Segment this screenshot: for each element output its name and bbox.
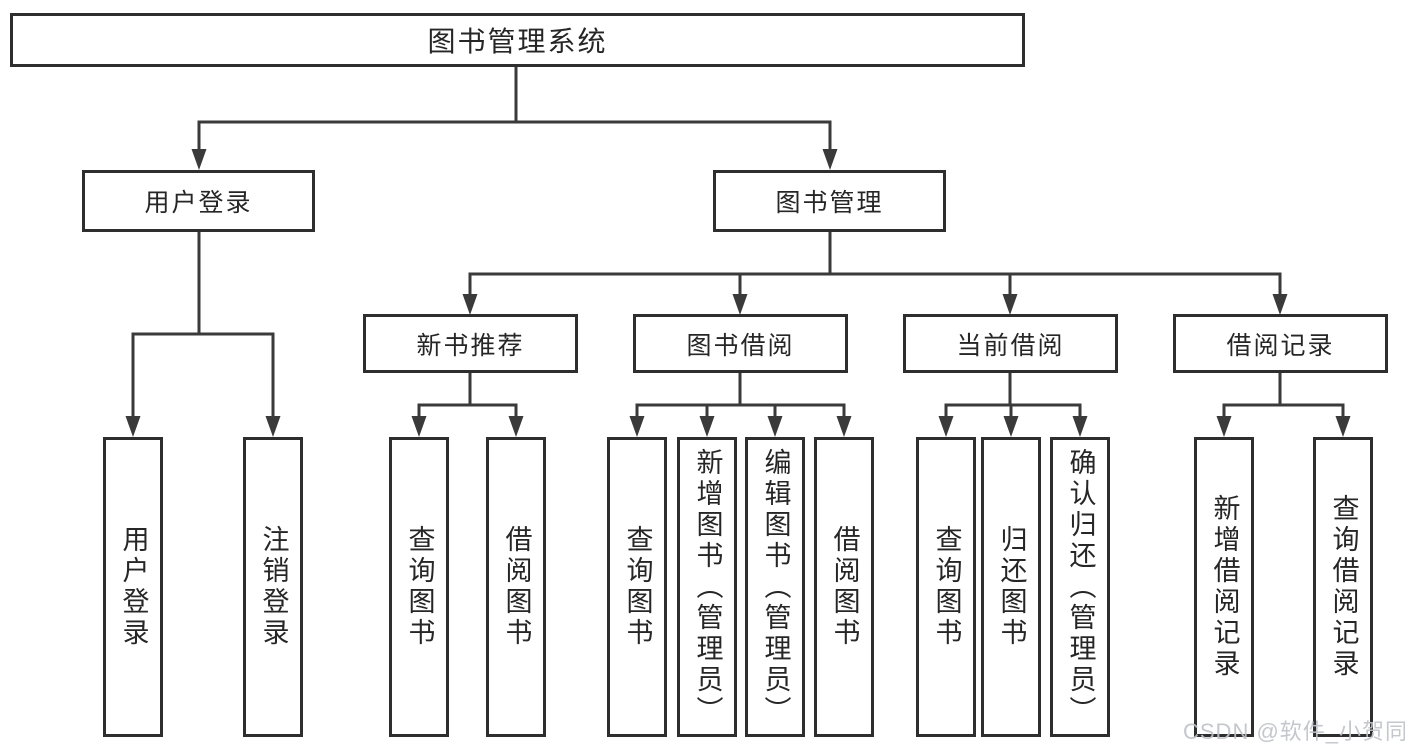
connector-borrow-to-leaves (635, 373, 846, 420)
node-borrow-records: 借阅记录 (1173, 314, 1388, 373)
arrowhead (191, 149, 207, 170)
leaf-edit-books-admin: 编辑图书（管理员） (745, 437, 805, 737)
node-book-management-label: 图书管理 (775, 189, 884, 217)
arrowhead (1003, 416, 1019, 437)
arrowhead (1335, 416, 1351, 437)
leaf-query-books-recommend: 查询图书 (389, 437, 449, 737)
leaf-user-login: 用户登录 (103, 437, 163, 737)
leaf-query-books-borrow-label: 查询图书 (622, 525, 653, 649)
node-current-borrow-label: 当前借阅 (956, 331, 1065, 360)
leaf-logout-login-label: 注销登录 (258, 525, 289, 649)
arrowhead (767, 416, 783, 437)
arrowhead (411, 416, 427, 437)
connector-lines (131, 67, 1345, 420)
arrowhead (125, 416, 141, 437)
leaf-query-books-recommend-label: 查询图书 (404, 525, 435, 649)
leaf-query-books-current-label: 查询图书 (931, 525, 962, 649)
leaf-edit-books-admin-label: 编辑图书（管理员） (760, 447, 791, 727)
leaf-confirm-return-admin: 确认归还（管理员） (1050, 437, 1110, 737)
leaf-query-books-borrow: 查询图书 (607, 437, 667, 737)
connector-current-to-leaves (944, 373, 1082, 420)
arrowhead (1072, 416, 1088, 437)
node-borrow-records-label: 借阅记录 (1226, 331, 1335, 360)
leaf-user-login-label: 用户登录 (118, 525, 149, 649)
arrowhead (732, 294, 748, 315)
leaf-add-borrow-record: 新增借阅记录 (1194, 437, 1254, 737)
leaf-add-borrow-record-label: 新增借阅记录 (1209, 494, 1240, 680)
node-new-book-recommend-label: 新书推荐 (416, 331, 525, 360)
node-book-borrow-label: 图书借阅 (686, 331, 795, 360)
arrowhead (462, 294, 478, 315)
arrowhead (629, 416, 645, 437)
arrowhead (1216, 416, 1232, 437)
leaf-return-books-label: 归还图书 (996, 525, 1027, 649)
node-root-label: 图书管理系统 (427, 26, 608, 57)
connector-recommend-to-leaves (417, 373, 518, 420)
leaf-query-borrow-record-label: 查询借阅记录 (1328, 494, 1359, 680)
leaf-query-books-current: 查询图书 (916, 437, 976, 737)
arrowhead (938, 416, 954, 437)
leaf-add-books-admin: 新增图书（管理员） (677, 437, 737, 737)
node-book-borrow: 图书借阅 (633, 314, 848, 373)
connector-records-to-leaves (1222, 373, 1345, 420)
node-user-login-label: 用户登录 (144, 189, 253, 217)
connector-root-to-level2 (197, 67, 832, 152)
leaf-borrow-books-label: 借阅图书 (829, 525, 860, 649)
node-root: 图书管理系统 (10, 13, 1025, 67)
node-user-login: 用户登录 (82, 170, 315, 232)
csdn-watermark: CSDN @软件_小贺同学 (1183, 719, 1405, 744)
node-book-management: 图书管理 (713, 170, 946, 232)
arrowhead (822, 149, 838, 170)
node-new-book-recommend: 新书推荐 (363, 314, 578, 373)
arrowhead (1002, 294, 1018, 315)
arrowhead (508, 416, 524, 437)
leaf-borrow-books: 借阅图书 (814, 437, 874, 737)
arrowhead (836, 416, 852, 437)
connector-login-to-leaves (131, 232, 275, 420)
arrowhead (265, 416, 281, 437)
leaf-logout-login: 注销登录 (243, 437, 303, 737)
connector-bookmgmt-to-level3 (468, 232, 1282, 297)
arrowhead (1272, 294, 1288, 315)
leaf-query-borrow-record: 查询借阅记录 (1313, 437, 1373, 737)
leaf-borrow-books-recommend-label: 借阅图书 (501, 525, 532, 649)
leaf-confirm-return-admin-label: 确认归还（管理员） (1065, 447, 1096, 727)
arrowhead (699, 416, 715, 437)
leaf-borrow-books-recommend: 借阅图书 (486, 437, 546, 737)
leaf-return-books: 归还图书 (981, 437, 1041, 737)
node-current-borrow: 当前借阅 (903, 314, 1118, 373)
arrowheads (125, 149, 1351, 437)
leaf-add-books-admin-label: 新增图书（管理员） (692, 447, 723, 727)
